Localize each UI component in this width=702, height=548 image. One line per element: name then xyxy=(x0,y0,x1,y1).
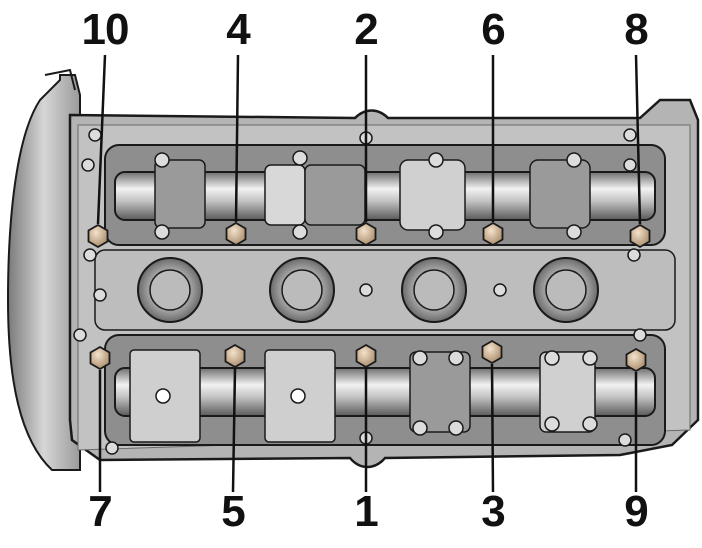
head-bolt-4 xyxy=(225,221,247,247)
head-bolt-3 xyxy=(481,339,503,365)
bolt-label-5: 5 xyxy=(221,487,245,536)
head-bolt-6 xyxy=(482,221,504,247)
leader-line-4 xyxy=(234,54,240,223)
head-bolt-5 xyxy=(224,343,246,369)
bolt-label-2: 2 xyxy=(354,5,378,54)
bolt-label-3: 3 xyxy=(481,487,505,536)
bolt-label-9: 9 xyxy=(624,487,648,536)
head-bolt-8 xyxy=(629,223,651,249)
bearing-cap-bolts xyxy=(73,128,647,455)
head-bolt-1 xyxy=(355,343,377,369)
leader-line-3 xyxy=(490,363,495,493)
leader-line-8 xyxy=(634,54,642,225)
belt-cover xyxy=(6,68,81,471)
bolt-label-8: 8 xyxy=(624,5,648,54)
numbered-head-bolts xyxy=(87,221,651,373)
bolt-label-7: 7 xyxy=(88,487,112,536)
bolt-label-6: 6 xyxy=(481,5,505,54)
bolt-label-10: 10 xyxy=(81,5,130,54)
head-bolt-2 xyxy=(355,221,377,247)
leader-lines xyxy=(96,54,642,493)
bolt-label-4: 4 xyxy=(226,5,250,54)
bolt-label-1: 1 xyxy=(354,487,378,536)
intake-camshaft xyxy=(114,159,656,231)
head-bolt-9 xyxy=(625,347,647,373)
leader-line-5 xyxy=(231,367,237,493)
leader-line-10 xyxy=(96,54,107,225)
head-bolt-7 xyxy=(89,345,111,371)
head-bolt-10 xyxy=(87,223,109,249)
exhaust-camshaft xyxy=(114,349,656,443)
spark-plug-wells xyxy=(137,257,599,323)
